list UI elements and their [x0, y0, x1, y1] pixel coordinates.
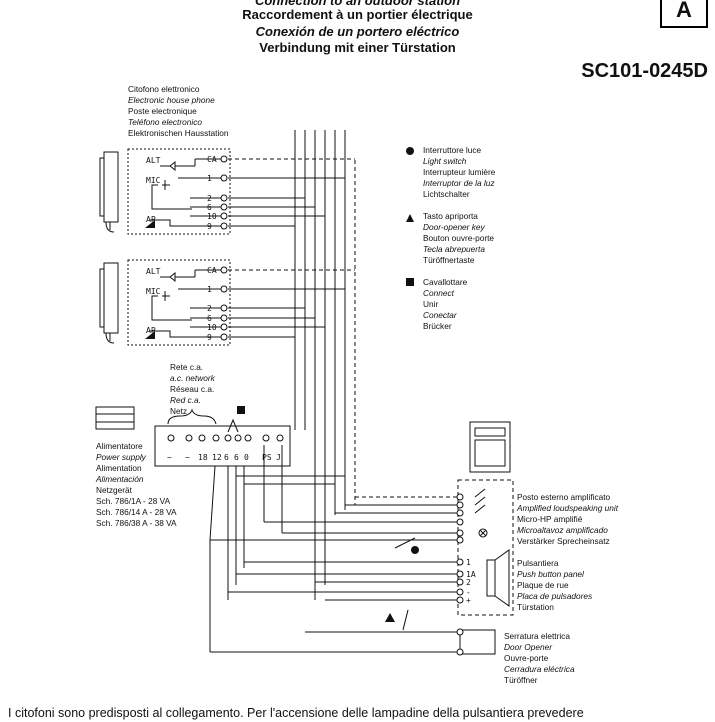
push-panel-terminal — [456, 596, 464, 604]
phone-2-box — [127, 259, 231, 346]
push-panel-terminal — [456, 570, 464, 578]
title-german: Verbindung mit einer Türstation — [259, 40, 456, 55]
psu-terminal-label: J — [276, 453, 281, 462]
phone-1-terminal-label: 6 — [207, 203, 212, 212]
outdoor-unit-terminal — [456, 509, 464, 517]
push-panel-terminal-label: + — [466, 596, 471, 605]
title-spanish: Conexión de un portero eléctrico — [255, 24, 460, 39]
outdoor-unit-box — [457, 479, 514, 616]
phone-2-terminal-label: 6 — [207, 314, 212, 323]
push-panel-terminal-label: 1 — [466, 558, 471, 567]
title-english: Connection to an outdoor station — [254, 0, 461, 8]
outdoor-unit-terminal — [456, 493, 464, 501]
psu-terminal-label: 0 — [244, 453, 249, 462]
phone-1-terminal-label: 9 — [207, 222, 212, 231]
phone-1-terminal — [220, 155, 228, 163]
phone-1-terminal-label: CA — [207, 155, 217, 164]
phone-2-terminal-label: 9 — [207, 333, 212, 342]
outdoor-unit-terminal — [456, 529, 464, 537]
handset-2-icon — [99, 262, 119, 334]
phone-2-terminal — [220, 304, 228, 312]
phone-2-terminal-label: CA — [207, 266, 217, 275]
push-panel-terminal-label: 1A — [466, 570, 476, 579]
psu-terminal-label: ~ — [185, 453, 190, 462]
phone-2-terminal-label: 10 — [207, 323, 217, 332]
phone-1-terminal — [220, 212, 228, 220]
push-panel-terminal-label: - — [466, 588, 471, 597]
document-code: SC101-0245D — [581, 60, 708, 82]
psu-terminal — [212, 434, 220, 442]
push-panel-terminal-label: 2 — [466, 578, 471, 587]
phone-2-terminal — [220, 266, 228, 274]
title-french: Raccordement à un portier électrique — [242, 7, 473, 22]
psu-terminal — [234, 434, 242, 442]
psu-terminal-label: 6 — [234, 453, 239, 462]
power-supply-box — [154, 425, 291, 467]
jumper-marker-square — [237, 406, 245, 414]
psu-terminal-label: 6 — [224, 453, 229, 462]
psu-terminal — [244, 434, 252, 442]
phone-1-terminal-label: 1 — [207, 174, 212, 183]
push-panel-terminal — [456, 558, 464, 566]
phone-2-terminal-label: 1 — [207, 285, 212, 294]
phone-2-terminal — [220, 314, 228, 322]
corner-letter-box: A — [660, 0, 708, 28]
speaker-icon — [486, 549, 510, 607]
power-supply-device — [95, 406, 135, 430]
psu-terminal-label: 18 — [198, 453, 208, 462]
outdoor-unit-terminal — [456, 518, 464, 526]
footer-text: I citofoni sono predisposti al collegame… — [8, 706, 584, 720]
door-opener-terminal — [456, 628, 464, 636]
phone-1-terminal-label: 2 — [207, 194, 212, 203]
phone-tag-ap: AP — [146, 215, 156, 224]
psu-terminal — [224, 434, 232, 442]
door-key-legend-triangle — [406, 214, 414, 222]
phone-1-box — [127, 148, 231, 235]
handset-1-icon — [99, 151, 119, 223]
psu-terminal — [185, 434, 193, 442]
psu-terminal — [262, 434, 270, 442]
phone-tag-ap: AP — [146, 326, 156, 335]
door-opener-terminal — [456, 648, 464, 656]
outdoor-panel-icon — [469, 421, 511, 473]
phone-1-terminal — [220, 194, 228, 202]
phone-1-terminal-label: 10 — [207, 212, 217, 221]
phone-1-terminal — [220, 222, 228, 230]
light-switch-legend-dot — [406, 147, 414, 155]
phone-1-terminal — [220, 174, 228, 182]
psu-terminal — [276, 434, 284, 442]
psu-terminal-label: 12 — [212, 453, 222, 462]
phone-2-terminal-label: 2 — [207, 304, 212, 313]
push-panel-terminal — [456, 578, 464, 586]
light-switch-dot — [411, 546, 419, 554]
psu-terminal — [167, 434, 175, 442]
push-panel-terminal — [456, 588, 464, 596]
phone-tag-mic: MIC — [146, 287, 161, 296]
psu-terminal-label: ~ — [167, 453, 172, 462]
phone-1-terminal — [220, 203, 228, 211]
outdoor-unit-terminal — [456, 536, 464, 544]
phone-2-terminal — [220, 323, 228, 331]
phone-2-terminal — [220, 285, 228, 293]
psu-terminal — [198, 434, 206, 442]
phone-2-terminal — [220, 333, 228, 341]
phone-tag-alt: ALT — [146, 156, 161, 165]
phone-tag-mic: MIC — [146, 176, 161, 185]
jumper-legend-square — [406, 278, 414, 286]
door-opener-device — [459, 629, 496, 655]
door-key-triangle — [385, 613, 395, 622]
outdoor-unit-terminal — [456, 501, 464, 509]
psu-terminal-label: PS — [262, 453, 272, 462]
phone-tag-alt: ALT — [146, 267, 161, 276]
